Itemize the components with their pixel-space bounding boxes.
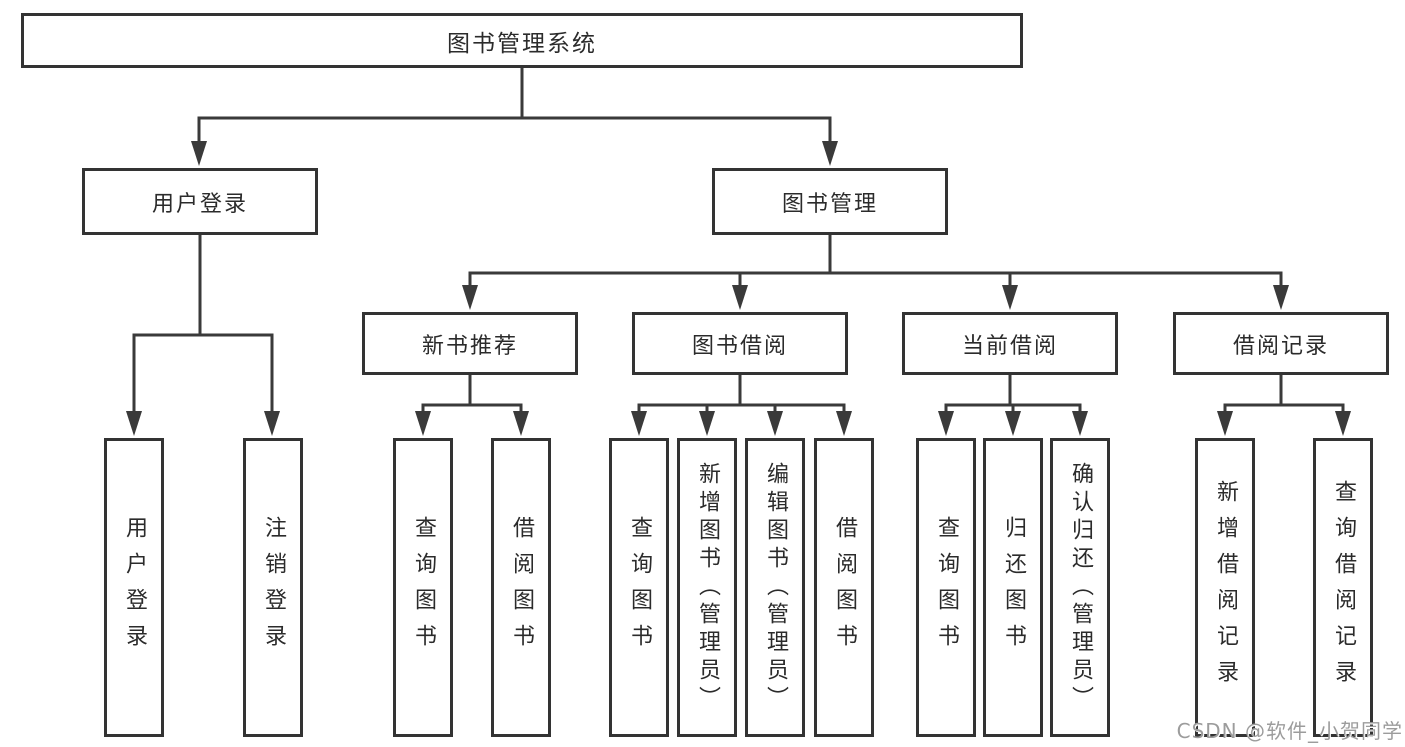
leaf-edit-book-admin: 编辑图书（管理员） <box>745 438 805 737</box>
leaf-add-book-admin: 新增图书（管理员） <box>677 438 737 737</box>
leaf-query-books-1: 查询图书 <box>393 438 453 737</box>
leaf-borrow-book-2: 借阅图书 <box>814 438 874 737</box>
node-new-book-recommend: 新书推荐 <box>362 312 578 375</box>
node-borrow-records: 借阅记录 <box>1173 312 1389 375</box>
leaf-label: 用户登录 <box>122 515 147 660</box>
leaf-query-books-2: 查询图书 <box>609 438 669 737</box>
leaf-logout: 注销登录 <box>243 438 303 737</box>
node-book-borrowing: 图书借阅 <box>632 312 848 375</box>
node-label: 图书管理 <box>781 191 878 217</box>
leaf-query-borrow-record: 查询借阅记录 <box>1313 438 1373 737</box>
node-book-management: 图书管理 <box>712 168 948 235</box>
leaf-label: 查询借阅记录 <box>1331 479 1356 696</box>
node-current-borrowing: 当前借阅 <box>902 312 1118 375</box>
leaf-label: 归还图书 <box>1001 515 1026 660</box>
leaf-query-books-3: 查询图书 <box>916 438 976 737</box>
node-library-management-system: 图书管理系统 <box>21 13 1023 68</box>
leaf-return-book: 归还图书 <box>983 438 1043 737</box>
leaf-label: 注销登录 <box>261 515 286 660</box>
leaf-label: 借阅图书 <box>509 515 534 660</box>
node-user-login: 用户登录 <box>82 168 318 235</box>
leaf-user-login: 用户登录 <box>104 438 164 737</box>
leaf-label: 新增借阅记录 <box>1213 479 1238 696</box>
node-label: 图书管理系统 <box>447 30 597 57</box>
arrowheads <box>126 141 1351 436</box>
leaf-label: 新增图书（管理员） <box>695 461 720 714</box>
leaf-add-borrow-record: 新增借阅记录 <box>1195 438 1255 737</box>
leaf-label: 查询图书 <box>934 515 959 660</box>
leaf-label: 查询图书 <box>411 515 436 660</box>
leaf-label: 确认归还（管理员） <box>1068 461 1093 714</box>
node-label: 新书推荐 <box>421 333 518 359</box>
node-label: 当前借阅 <box>961 333 1058 359</box>
watermark: CSDN @软件_小贺同学 <box>1176 719 1403 743</box>
node-label: 图书借阅 <box>691 333 788 359</box>
leaf-label: 借阅图书 <box>832 515 857 660</box>
leaf-borrow-book-1: 借阅图书 <box>491 438 551 737</box>
leaf-label: 查询图书 <box>627 515 652 660</box>
leaf-confirm-return-admin: 确认归还（管理员） <box>1050 438 1110 737</box>
node-label: 用户登录 <box>151 191 248 217</box>
node-label: 借阅记录 <box>1232 333 1329 359</box>
leaf-label: 编辑图书（管理员） <box>763 461 788 714</box>
